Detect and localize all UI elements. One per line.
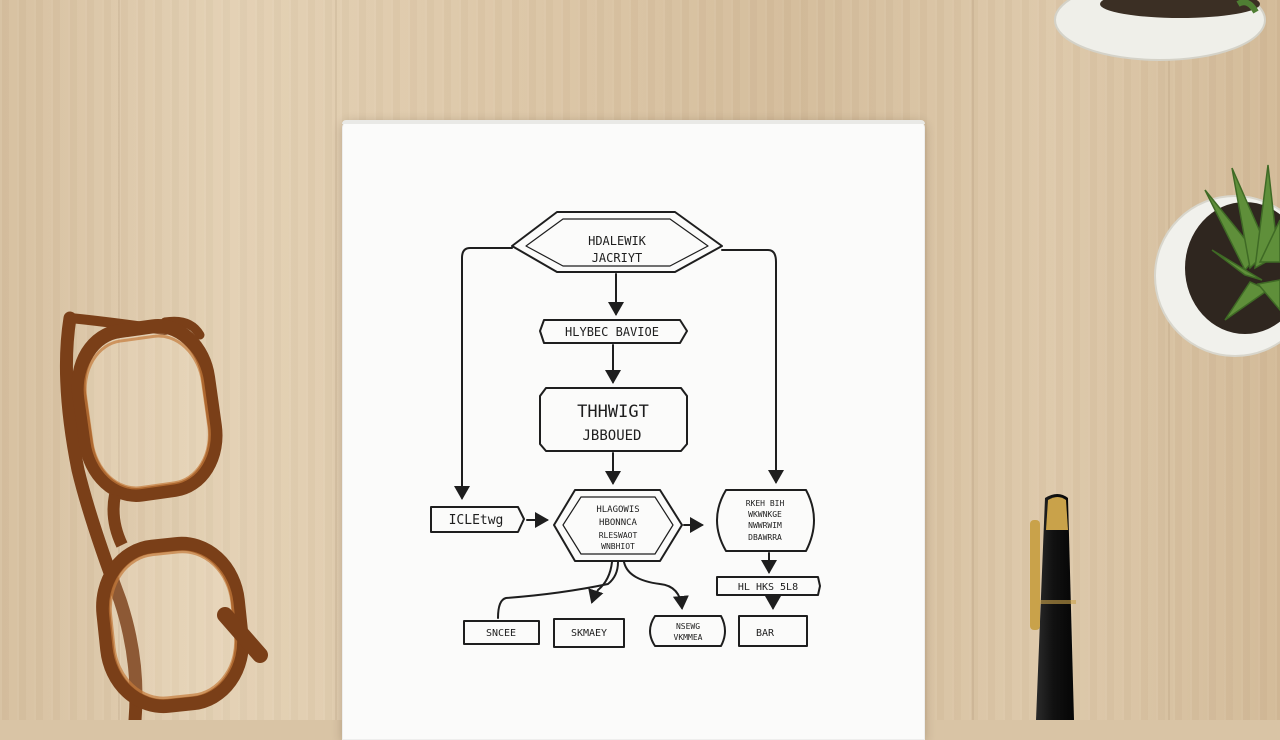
bottom-box-2-label: SKMAEY [571, 628, 607, 639]
bottom-box-1-label: SNCEE [486, 628, 516, 639]
box-2 [539, 319, 688, 344]
right-oval-line-1: RKEH BIH [746, 499, 785, 508]
plank-seam [335, 0, 337, 720]
succulent-pot [1154, 164, 1280, 357]
box-3-line-2: JBBOUED [582, 428, 641, 444]
top-hexagon-line-2: JACRIYT [592, 251, 643, 265]
top-pot [1054, 0, 1266, 61]
center-hexagon [553, 489, 683, 562]
succulent-leaves [1204, 164, 1280, 321]
notebook [342, 120, 925, 740]
bottom-box-2 [553, 618, 625, 648]
plank-seam [1168, 0, 1170, 720]
bottom-box-3-line-1: NSEWG [676, 622, 700, 631]
plank-seam [118, 0, 120, 720]
plank-seam [972, 0, 974, 720]
right-oval-line-2: WKWNKGE [748, 510, 782, 519]
right-box-label: HL HKS 5L8 [738, 582, 798, 593]
center-hexagon-line-2: HBONNCA [599, 518, 638, 528]
top-hexagon [511, 211, 723, 273]
box-2-label: HLYBEC BAVIOE [565, 325, 659, 339]
right-oval-line-3: NWWRWIM [748, 521, 782, 530]
bottom-box-4 [738, 615, 808, 647]
top-hexagon-line-1: HDALEWIK [588, 234, 647, 248]
right-box [716, 576, 821, 596]
left-box-label: ICLEtwg [449, 513, 504, 528]
bottom-box-1 [463, 620, 540, 645]
box-3-line-1: THHWIGT [577, 402, 649, 422]
eyeglasses [59, 311, 268, 720]
center-hexagon-line-3: RLESWAOT [599, 531, 638, 540]
center-hexagon-line-4: WNBHIOT [601, 542, 635, 551]
pen [1030, 494, 1076, 720]
bottom-box-3-line-2: VKMMEA [674, 633, 703, 642]
box-3 [539, 387, 688, 452]
right-oval-line-4: DBAWRRA [748, 533, 782, 542]
center-hexagon-line-1: HLAGOWIS [596, 505, 639, 515]
notebook-edge [342, 120, 925, 124]
flowchart-sketch: HDALEWIK JACRIYT HLYBEC BAVIOE THHWIGT J… [430, 211, 821, 648]
bottom-box-3 [649, 615, 726, 647]
right-oval [716, 489, 815, 552]
bottom-box-4-label: BAR [756, 628, 775, 639]
left-box [430, 506, 525, 533]
